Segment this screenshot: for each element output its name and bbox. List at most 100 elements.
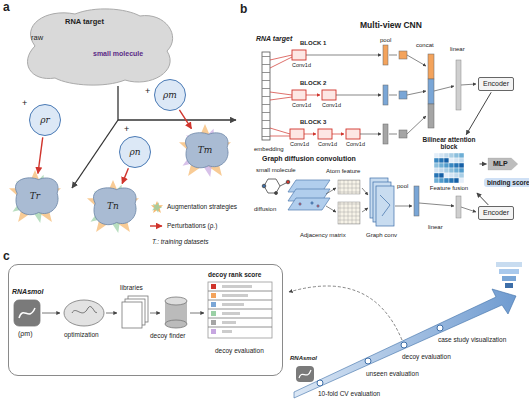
training-set-blob: Tn [88,185,138,227]
plus-sign: + [145,86,150,96]
pipeline-icon [208,300,272,301]
pipeline-icon [208,327,272,328]
conv1d-block [292,90,306,100]
node-text: RNA target [65,18,104,27]
attention-matrix [439,173,444,178]
node-text: ρm [163,90,177,100]
feature-link [407,116,426,134]
funnel-icon [496,262,522,288]
graph-conv-layer [380,195,390,205]
feature-link [407,91,426,95]
funnel-icon [499,269,519,274]
feature-link [419,203,454,206]
feature-vector [399,51,407,59]
matrix-grid [338,180,360,224]
node-text: Encoder [483,209,509,217]
evaluation-ribbon [401,342,407,348]
evaluation-ribbon [296,366,314,382]
attention-matrix [459,163,464,168]
feature-link [360,134,381,135]
pipeline-arrow [42,286,402,340]
feature-link [306,55,476,134]
attention-matrix [459,153,464,158]
mlp-arrow [488,158,518,170]
perturbation-circle: ρn [119,136,151,168]
panel-letter: a [3,1,10,15]
evaluation-ribbon [299,370,311,378]
attention-matrix [444,158,449,163]
training-set-blob [16,178,59,215]
attention-matrix [444,173,449,178]
feature-vector [456,60,461,110]
matrix-grid [338,202,360,224]
feature-vector [428,54,434,79]
layer-label: pool [397,183,408,190]
attention-matrix [434,178,439,183]
layer-label: pool [380,37,391,44]
conv-link [270,55,344,136]
conv1d-block [318,129,332,139]
step-label: optimization [64,331,99,338]
pipeline-icon [211,311,216,316]
attention-matrix [444,153,449,158]
feature-vector [383,45,388,65]
augmentation-star [83,176,143,236]
evaluation-box: decoy evaluation [8,264,283,376]
pipeline-icon [222,330,232,333]
augmentation-star [175,120,235,180]
layer-label: Conv1d [292,62,311,68]
attention-matrix [449,158,454,163]
axis-line [117,86,118,120]
feature-vector [383,124,388,144]
encoder-box: Encoder [478,77,514,91]
funnel-icon [502,276,516,281]
pipeline-icon [222,321,236,324]
diffusion-layer [288,180,330,210]
step-label: (ρm) [18,330,32,338]
attention-matrix [459,158,464,163]
model-name: RNAsmol [12,288,44,296]
feature-link [395,206,412,207]
input-label: RNA target [256,35,292,43]
pipeline-icon [208,309,272,310]
attention-matrix [449,163,454,168]
embedding-column [262,52,270,140]
legend-text: Perturbations (ρ.) [167,222,217,229]
stage-label: decoy evaluation [402,353,451,360]
layer-label: Conv1d [346,141,365,147]
diffusion-layer [288,198,330,210]
step-label: decoy rank score [208,271,261,278]
node-text: Tn [107,201,119,211]
pipeline-icon [208,318,272,319]
step-label: libraries [120,284,143,291]
node-text: Feature fusion [430,185,468,192]
evaluation-ribbon [294,289,516,398]
legend-note: T.: training datasets [152,238,209,245]
pipeline-icon [165,320,187,328]
pipeline-arrow [106,313,117,314]
feature-vector [399,91,407,99]
legend-text: Augmentation strategies [167,203,237,210]
feature-link [362,188,368,195]
step-label: decoy finder [150,332,185,339]
molecule-icon [275,192,278,195]
conv-link [332,134,344,135]
diffusion-layer [299,203,301,205]
layer-label: Graph conv [366,232,397,239]
block-label: BLOCK 2 [300,80,326,87]
pipeline-icon [72,306,97,313]
axis-line [118,119,236,120]
attention-matrix [449,178,454,183]
connector [466,92,491,134]
pipeline-icon [208,282,272,338]
conv-link [270,57,292,68]
attention-matrix [434,168,439,173]
attention-matrix [449,168,454,173]
attention-matrix [444,168,449,173]
plus-sign: + [22,98,27,108]
pipeline-icon [211,320,216,325]
stage-label: case study visualization [438,336,506,343]
legend-sample [150,200,164,226]
block-title: Bilinear attention block [420,136,478,151]
attention-matrix [454,168,459,173]
